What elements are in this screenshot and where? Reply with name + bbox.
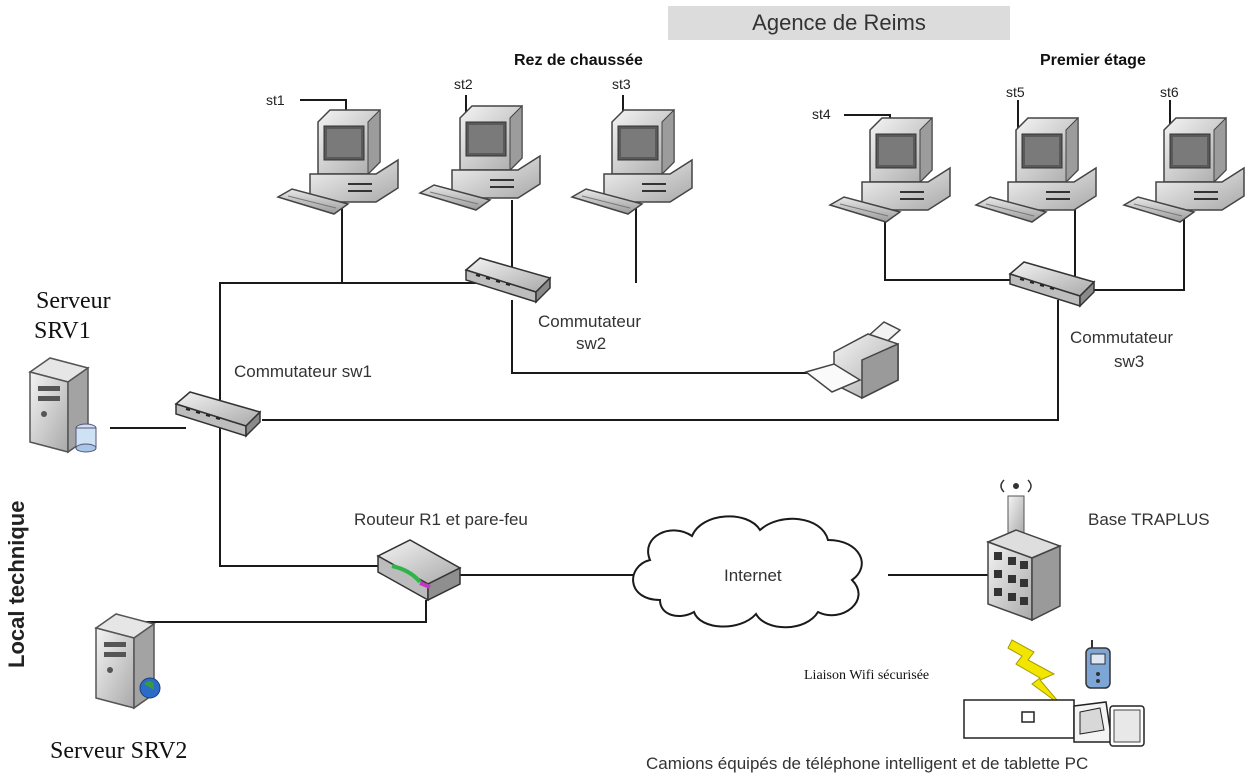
pc-st2 xyxy=(419,105,541,211)
phone-icon xyxy=(1085,640,1111,689)
server-srv1-label-line1: Serveur xyxy=(36,288,111,314)
pc-st1 xyxy=(277,109,399,215)
workstation-label-st2: st2 xyxy=(454,76,473,92)
switch-sw3-label-line2: sw3 xyxy=(1114,352,1145,371)
internet-label: Internet xyxy=(724,566,782,585)
base-label: Base TRAPLUS xyxy=(1088,510,1210,529)
pc-st6 xyxy=(1123,117,1245,223)
switch-sw2-label-line2: sw2 xyxy=(576,334,607,353)
server-srv1 xyxy=(29,357,97,453)
server-srv2-label: Serveur SRV2 xyxy=(50,738,188,764)
local-technique-label: Local technique xyxy=(4,500,29,668)
server-srv2 xyxy=(95,613,161,709)
switch-sw1 xyxy=(175,391,261,437)
pc-st3 xyxy=(571,109,693,215)
switch-sw2 xyxy=(465,257,551,303)
base-building-icon xyxy=(985,479,1063,622)
workstation-label-st4: st4 xyxy=(812,106,831,122)
server-srv1-label-line2: SRV1 xyxy=(34,318,91,344)
switch-sw1-label: Commutateur sw1 xyxy=(234,362,372,381)
workstation-label-st6: st6 xyxy=(1160,84,1179,100)
floor-label-ground: Rez de chaussée xyxy=(514,52,643,69)
pc-st5 xyxy=(975,117,1097,223)
lightning-icon xyxy=(1007,639,1063,707)
switch-sw3-label-line1: Commutateur xyxy=(1070,328,1173,347)
router-icon xyxy=(376,539,462,602)
printer-icon xyxy=(804,321,902,400)
switch-sw3 xyxy=(1009,261,1095,307)
floor-label-first: Premier étage xyxy=(1040,52,1146,69)
trucks-label: Camions équipés de téléphone intelligent… xyxy=(646,754,1089,773)
internet-cloud-icon xyxy=(632,515,863,629)
workstation-label-st1: st1 xyxy=(266,92,285,108)
switch-sw2-label-line1: Commutateur xyxy=(538,312,641,331)
workstation-label-st3: st3 xyxy=(612,76,631,92)
router-label: Routeur R1 et pare-feu xyxy=(354,510,528,529)
pc-st4 xyxy=(829,117,951,223)
truck-icon xyxy=(963,699,1145,747)
workstation-label-st5: st5 xyxy=(1006,84,1025,100)
wifi-label: Liaison Wifi sécurisée xyxy=(804,668,930,683)
page-title: Agence de Reims xyxy=(668,6,1010,40)
